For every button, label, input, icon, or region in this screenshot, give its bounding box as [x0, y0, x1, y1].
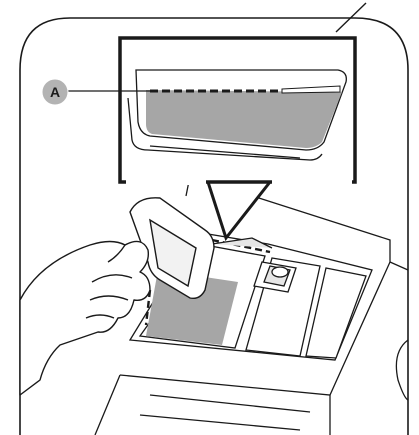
callout-pointer	[208, 182, 270, 238]
callout-label: A	[50, 84, 60, 100]
magnifier-inset	[120, 38, 355, 185]
hand-icon	[20, 241, 150, 395]
